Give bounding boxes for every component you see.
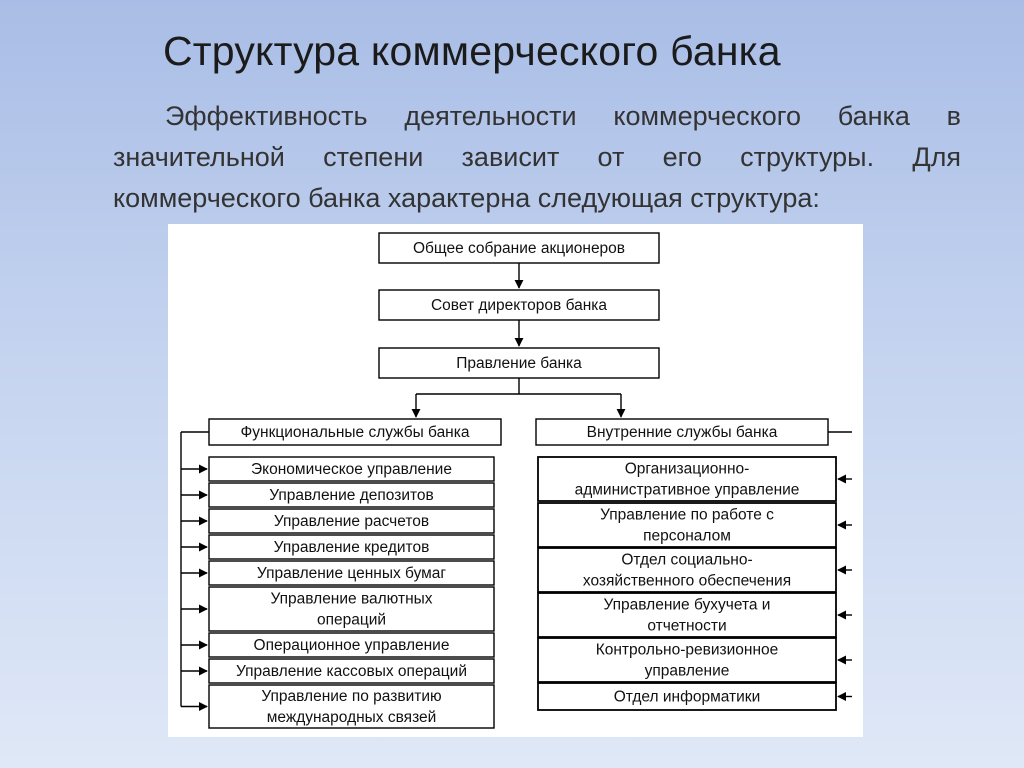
functional-item-5-label-1: Управление ценных бумаг <box>257 565 447 582</box>
functional-item-2-label-1: Управление депозитов <box>269 487 434 504</box>
internal-item-2-label-1: Управление по работе с <box>600 507 774 524</box>
functional-item-6-label-2: операций <box>317 612 386 629</box>
functional-item-1-box <box>208 456 495 482</box>
internal-item-5-label-1: Контрольно-ревизионное <box>596 642 779 659</box>
intro-paragraph: Эффективность деятельности коммерческого… <box>113 101 961 213</box>
functional-item-9-label-2: международных связей <box>267 709 437 726</box>
internal-item-5-box <box>537 637 837 683</box>
internal-item-3-label-1: Отдел социально- <box>621 552 752 569</box>
internal-item-4-box <box>537 592 837 638</box>
functional-item-7-box <box>208 632 495 658</box>
internal-item-4-label-1: Управление бухучета и <box>604 597 771 614</box>
functional-item-6-box <box>208 586 495 632</box>
internal-services-header-node-label-1: Внутренние службы банка <box>587 424 778 441</box>
functional-services-header-node-box <box>208 418 502 446</box>
shareholders-meeting-node-box <box>378 232 660 264</box>
internal-item-3-box <box>537 547 837 593</box>
internal-item-1-box <box>537 456 837 502</box>
internal-item-3-label-2: хозяйственного обеспечения <box>583 573 791 590</box>
functional-services-header-node-label-1: Функциональные службы банка <box>241 424 470 441</box>
internal-item-2-label-2: персоналом <box>643 528 731 545</box>
functional-item-4-label-1: Управление кредитов <box>274 539 430 556</box>
functional-item-3-box <box>208 508 495 534</box>
functional-item-5-box <box>208 560 495 586</box>
functional-item-6-label-1: Управление валютных <box>270 591 432 608</box>
functional-item-2-box <box>208 482 495 508</box>
functional-item-9-label-1: Управление по развитию <box>261 688 441 705</box>
internal-item-6-box <box>537 682 837 711</box>
bank-management-board-node-label-1: Правление банка <box>456 355 582 372</box>
internal-item-1-label-2: административное управление <box>575 482 800 499</box>
internal-item-6-label-1: Отдел информатики <box>614 689 761 706</box>
internal-item-1-label-1: Организационно- <box>625 461 750 478</box>
functional-item-8-label-1: Управление кассовых операций <box>236 663 467 680</box>
slide-title: Структура коммерческого банка <box>163 28 781 74</box>
functional-item-7-label-1: Операционное управление <box>254 637 450 654</box>
functional-item-4-box <box>208 534 495 560</box>
internal-item-5-label-2: управление <box>645 663 730 680</box>
shareholders-meeting-node-label-1: Общее собрание акционеров <box>413 240 625 257</box>
functional-item-8-box <box>208 658 495 684</box>
functional-item-9-box <box>208 684 495 729</box>
internal-services-header-node-box <box>535 418 829 446</box>
functional-item-1-label-1: Экономическое управление <box>251 461 452 478</box>
board-of-directors-node-box <box>378 289 660 321</box>
board-of-directors-node-label-1: Совет директоров банка <box>431 297 607 314</box>
functional-item-3-label-1: Управление расчетов <box>274 513 429 530</box>
internal-item-4-label-2: отчетности <box>647 618 726 635</box>
internal-item-2-box <box>537 502 837 548</box>
